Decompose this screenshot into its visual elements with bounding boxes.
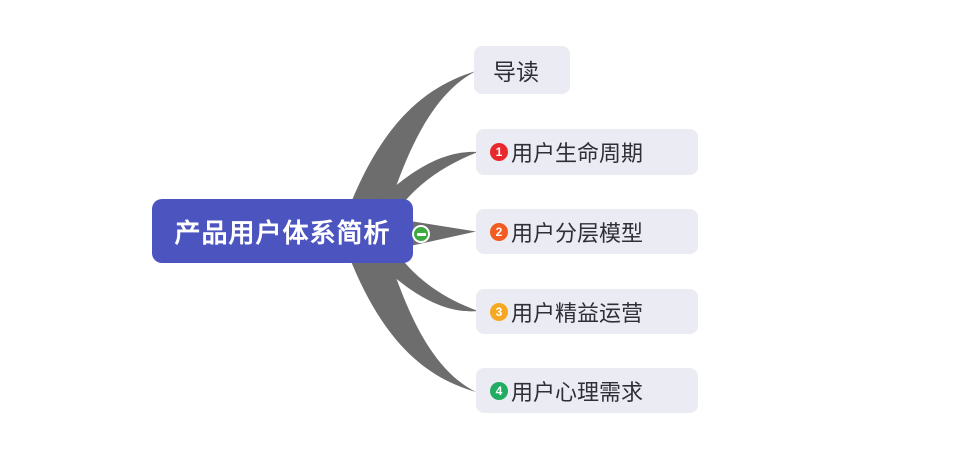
root-node-label: 产品用户体系简析 (174, 217, 391, 248)
collapse-button[interactable] (412, 225, 430, 243)
child-node-layer-model[interactable]: 2 用户分层模型 (476, 209, 698, 254)
child-node-daodu[interactable]: 导读 (474, 46, 570, 94)
child-node-lifecycle[interactable]: 1 用户生命周期 (476, 129, 698, 175)
badge-3: 3 (490, 302, 508, 321)
badge-1: 1 (490, 143, 508, 161)
child-node-label: 用户心理需求 (511, 379, 644, 405)
child-node-label: 用户分层模型 (511, 220, 644, 246)
child-node-label: 用户生命周期 (511, 141, 644, 166)
child-node-lean-ops[interactable]: 3 用户精益运营 (476, 289, 698, 334)
minus-icon (416, 232, 426, 236)
badge-2: 2 (490, 222, 508, 241)
child-node-label: 导读 (493, 59, 539, 85)
child-node-psych-needs[interactable]: 4 用户心理需求 (476, 368, 698, 413)
branch-to-psych-needs (340, 228, 476, 392)
branch-to-daodu (340, 71, 476, 236)
child-node-label: 用户精益运营 (511, 300, 644, 326)
root-node[interactable]: 产品用户体系简析 (152, 199, 413, 263)
badge-4: 4 (490, 381, 508, 400)
